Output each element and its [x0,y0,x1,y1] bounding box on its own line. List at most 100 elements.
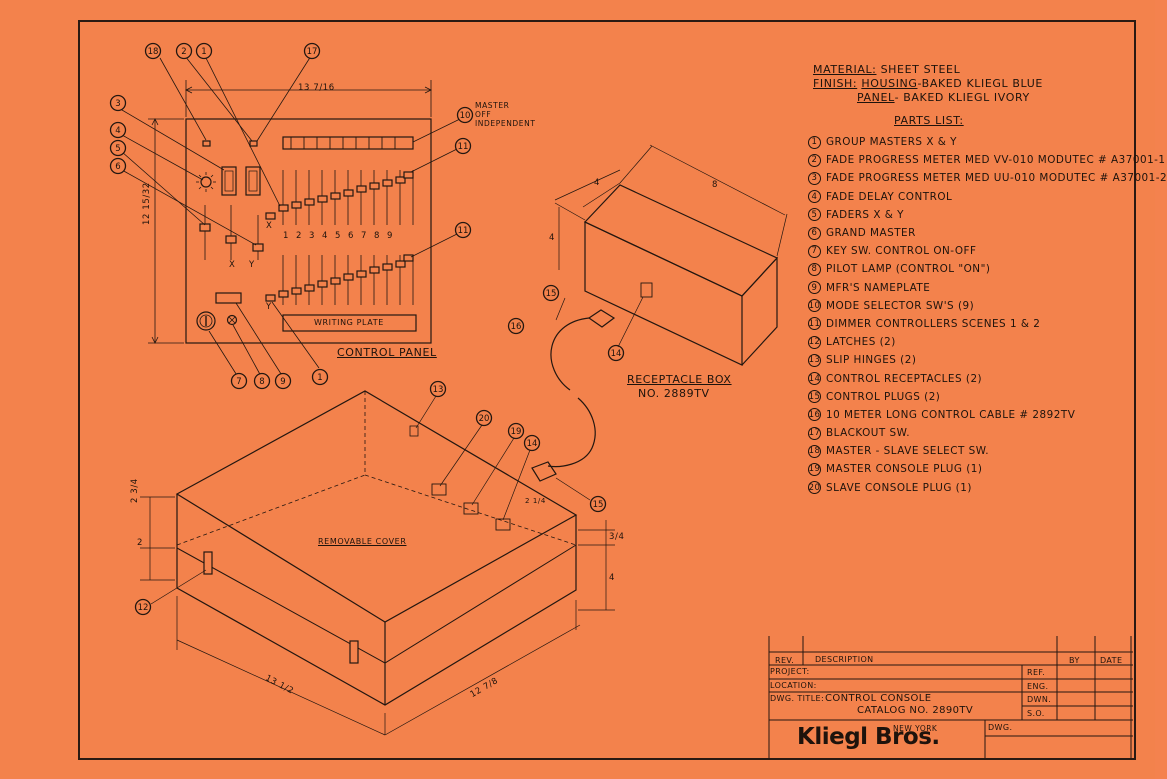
meter-vv-010 [221,166,237,196]
balloon-7: 7 [236,377,241,387]
part-label: GROUP MASTERS X & Y [826,136,957,149]
part-label: MFR'S NAMEPLATE [826,281,931,294]
project-label: PROJECT: [770,667,810,676]
part-label: CONTROL RECEPTACLES (2) [826,372,983,385]
part-label: PILOT LAMP (CONTROL "ON") [826,263,991,276]
location-label: LOCATION: [770,681,817,690]
material-label: MATERIAL: [813,63,877,76]
part-label: FADE DELAY CONTROL [826,190,953,203]
parts-list-item: 14 CONTROL RECEPTACLES (2) [808,369,1167,387]
part-label: CONTROL PLUGS (2) [826,390,941,403]
receptacle-box-number: NO. 2889TV [638,387,710,400]
parts-list-title: PARTS LIST: [894,114,964,127]
balloon-4: 4 [115,126,120,136]
fader-number: 5 [335,231,342,241]
parts-list-item: 9 MFR'S NAMEPLATE [808,279,1167,297]
part-number-balloon: 14 [808,372,821,386]
by-header: BY [1069,656,1080,665]
box-width-dim: 8 [712,180,719,190]
panel-label: PANEL [857,91,895,104]
receptacle-box-caption: RECEPTACLE BOX [627,373,732,386]
fader-y-label: Y [266,302,272,312]
parts-list-item: 15 CONTROL PLUGS (2) [808,388,1167,406]
part-number-balloon: 12 [808,335,821,349]
balloon-13: 13 [433,385,444,395]
part-label: 10 METER LONG CONTROL CABLE # 2892TV [826,408,1076,421]
balloon-11b: 11 [458,226,469,236]
fader-number: 6 [348,231,355,241]
balloon-18: 18 [148,47,159,57]
fader-number: 2 [296,231,303,241]
part-label: BLACKOUT SW. [826,427,910,440]
writing-plate-outline [282,314,417,332]
part-number-balloon: 2 [808,153,821,167]
eng-label: ENG. [1027,682,1049,691]
part-number-balloon: 8 [808,262,821,276]
finish-line: FINISH: HOUSING-BAKED KLIEGL BLUE [813,77,1043,90]
parts-list-item: 3 FADE PROGRESS METER MED UU-010 MODUTEC … [808,169,1167,187]
so-label: S.O. [1027,709,1045,718]
balloon-15b: 15 [593,500,604,510]
receptacle-box-drawing [531,144,788,482]
part-label: LATCHES (2) [826,336,896,349]
part-number-balloon: 16 [808,408,821,422]
part-number-balloon: 7 [808,244,821,258]
writing-plate-label: WRITING PLATE [314,318,384,327]
balloon-14a: 14 [611,349,622,359]
dwg-title-label: DWG. TITLE: [770,694,825,703]
title-block-grid [768,636,1133,758]
drawing-border [78,20,1136,760]
balloon-19: 19 [511,427,522,437]
panel-value: - BAKED KLIEGL IVORY [894,91,1030,104]
logo-city: NEW YORK [893,724,938,733]
meter-uu-010 [245,166,261,196]
balloon-10: 10 [460,111,471,121]
kliegl-bros-logo: Kliegl Bros. [797,724,940,750]
console-dim-right-top: 3/4 [609,532,625,542]
parts-list-item: 17 BLACKOUT SW. [808,424,1167,442]
fader-number: 8 [374,231,381,241]
dwg-number-label: DWG. [988,723,1013,732]
part-number-balloon: 17 [808,426,821,440]
housing-value: -BAKED KLIEGL BLUE [917,77,1043,90]
part-label: MASTER CONSOLE PLUG (1) [826,463,983,476]
date-header: DATE [1100,656,1123,665]
parts-list-item: 13 SLIP HINGES (2) [808,351,1167,369]
part-number-balloon: 11 [808,317,821,331]
part-label: FADE PROGRESS METER MED UU-010 MODUTEC #… [826,172,1167,185]
part-number-balloon: 3 [808,171,821,185]
fader-number: 1 [283,231,290,241]
master-off-independent-note: MASTER OFF INDEPENDENT [475,101,536,128]
parts-list-item: 6 GRAND MASTER [808,224,1167,242]
console-dim-lower-height: 2 [137,538,144,548]
part-label: SLIP HINGES (2) [826,354,917,367]
balloon-2: 2 [181,47,186,57]
group-x-label: X [229,260,236,270]
balloon-1b: 1 [317,373,322,383]
part-label: FADERS X & Y [826,208,904,221]
part-label: SLAVE CONSOLE PLUG (1) [826,481,972,494]
part-number-balloon: 9 [808,281,821,295]
part-label: GRAND MASTER [826,227,916,240]
box-height-dim: 4 [549,233,556,243]
parts-list-item: 16 10 METER LONG CONTROL CABLE # 2892TV [808,406,1167,424]
part-number-balloon: 13 [808,353,821,367]
material-line: MATERIAL: SHEET STEEL [813,63,960,76]
balloon-15a: 15 [546,289,557,299]
part-label: DIMMER CONTROLLERS SCENES 1 & 2 [826,317,1041,330]
console-dim-right-height: 4 [609,573,616,583]
balloon-16: 16 [511,322,522,332]
part-number-balloon: 6 [808,226,821,240]
balloon-14b: 14 [527,439,538,449]
parts-list-item: 8 PILOT LAMP (CONTROL "ON") [808,260,1167,278]
part-number-balloon: 15 [808,390,821,404]
balloon-5: 5 [115,144,120,154]
balloon-17: 17 [307,47,318,57]
fader-number: 7 [361,231,368,241]
